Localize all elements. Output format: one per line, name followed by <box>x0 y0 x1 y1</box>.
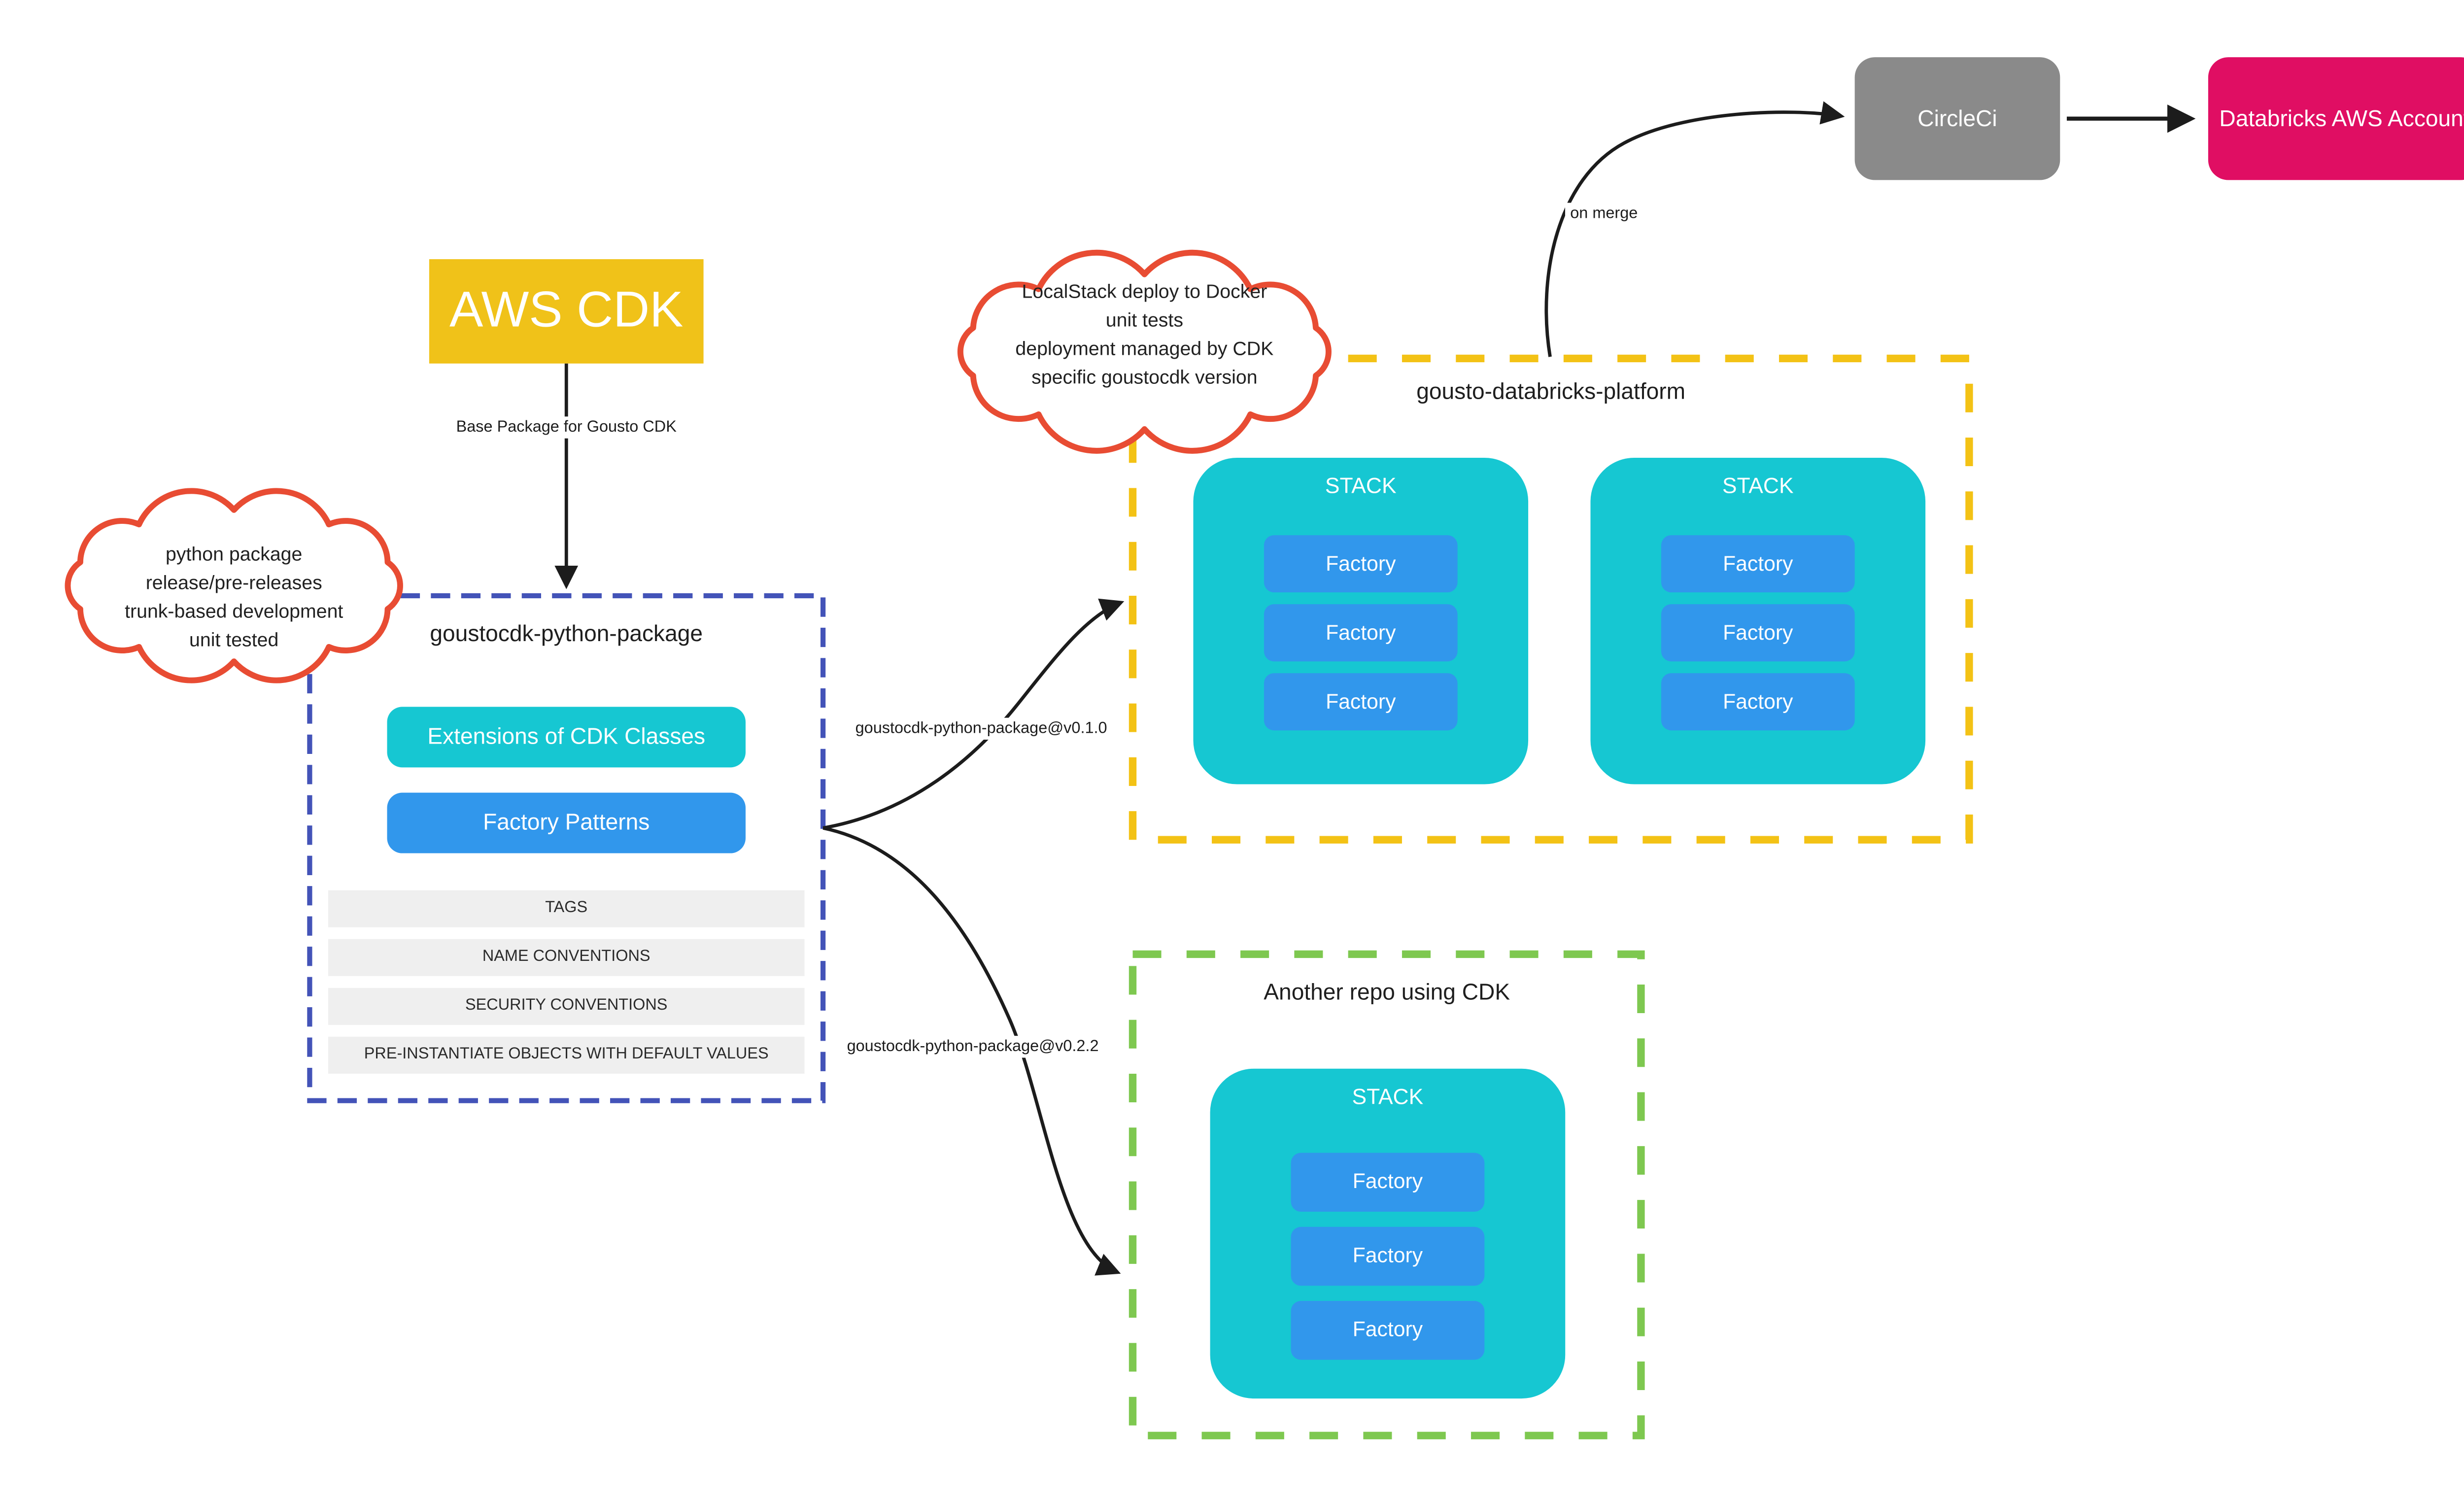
cloud-line: release/pre-releases <box>145 574 322 594</box>
cloud-line: python package <box>166 545 303 566</box>
cloud-line: deployment managed by CDK <box>1015 340 1274 360</box>
convention-bar-name: NAME CONVENTIONS <box>328 939 805 976</box>
factory-shape: Factory <box>1661 604 1855 662</box>
cloud-line: unit tests <box>1105 311 1184 332</box>
repo-stack: STACK Factory Factory Factory <box>1210 1068 1566 1399</box>
factory-shape: Factory <box>1661 535 1855 593</box>
factory-shape: Factory <box>1661 673 1855 731</box>
platform-stack-2: STACK Factory Factory Factory <box>1590 457 1926 784</box>
python-package-cloud-text: python package release/pre-releases trun… <box>49 542 419 656</box>
arrow-package-to-platform <box>822 598 1125 830</box>
databricks-aws-account-node: Databricks AWS Account <box>2208 57 2464 180</box>
package-box-title: goustocdk-python-package <box>430 621 703 647</box>
localstack-cloud <box>957 249 1332 454</box>
factory-patterns-shape: Factory Patterns <box>387 792 746 853</box>
factory-shape: Factory <box>1291 1301 1485 1360</box>
convention-bar-tags: TAGS <box>328 890 805 927</box>
stack-label: STACK <box>1722 473 1794 498</box>
edge-label-v0-1-0: goustocdk-python-package@v0.1.0 <box>850 717 1112 740</box>
arrow-package-to-repo <box>822 826 1121 1276</box>
factory-shape: Factory <box>1291 1226 1485 1286</box>
stack-label: STACK <box>1352 1084 1424 1109</box>
factory-shape: Factory <box>1264 604 1458 662</box>
repo-box-border <box>1129 950 1645 1439</box>
platform-box-title: gousto-databricks-platform <box>1416 378 1686 404</box>
extensions-of-cdk-classes-shape: Extensions of CDK Classes <box>387 707 746 768</box>
edge-label-v0-2-2: goustocdk-python-package@v0.2.2 <box>842 1036 1104 1058</box>
platform-stack-1: STACK Factory Factory Factory <box>1193 457 1529 784</box>
repo-box-title: Another repo using CDK <box>1264 979 1510 1005</box>
edge-label-base-package: Base Package for Gousto CDK <box>451 416 682 439</box>
cloud-line: specific goustocdk version <box>1031 368 1258 389</box>
factory-shape: Factory <box>1264 673 1458 731</box>
platform-box-border <box>1129 354 1973 844</box>
edge-label-on-merge: on merge <box>1565 203 1643 225</box>
factory-shape: Factory <box>1291 1153 1485 1212</box>
cloud-line: unit tested <box>189 631 279 651</box>
aws-cdk-node: AWS CDK <box>429 259 704 364</box>
python-package-cloud <box>65 488 403 683</box>
localstack-cloud-text: LocalStack deploy to Docker unit tests d… <box>925 279 1363 394</box>
cloud-line: trunk-based development <box>125 602 343 623</box>
stack-label: STACK <box>1325 473 1397 498</box>
convention-bar-preinstantiate: PRE-INSTANTIATE OBJECTS WITH DEFAULT VAL… <box>328 1036 805 1074</box>
package-box-border <box>307 593 826 1103</box>
cloud-line: LocalStack deploy to Docker <box>1022 282 1267 303</box>
circleci-node: CircleCi <box>1854 57 2060 180</box>
convention-bar-security: SECURITY CONVENTIONS <box>328 987 805 1025</box>
factory-shape: Factory <box>1264 535 1458 593</box>
arrow-platform-to-circleci <box>1544 101 1845 357</box>
